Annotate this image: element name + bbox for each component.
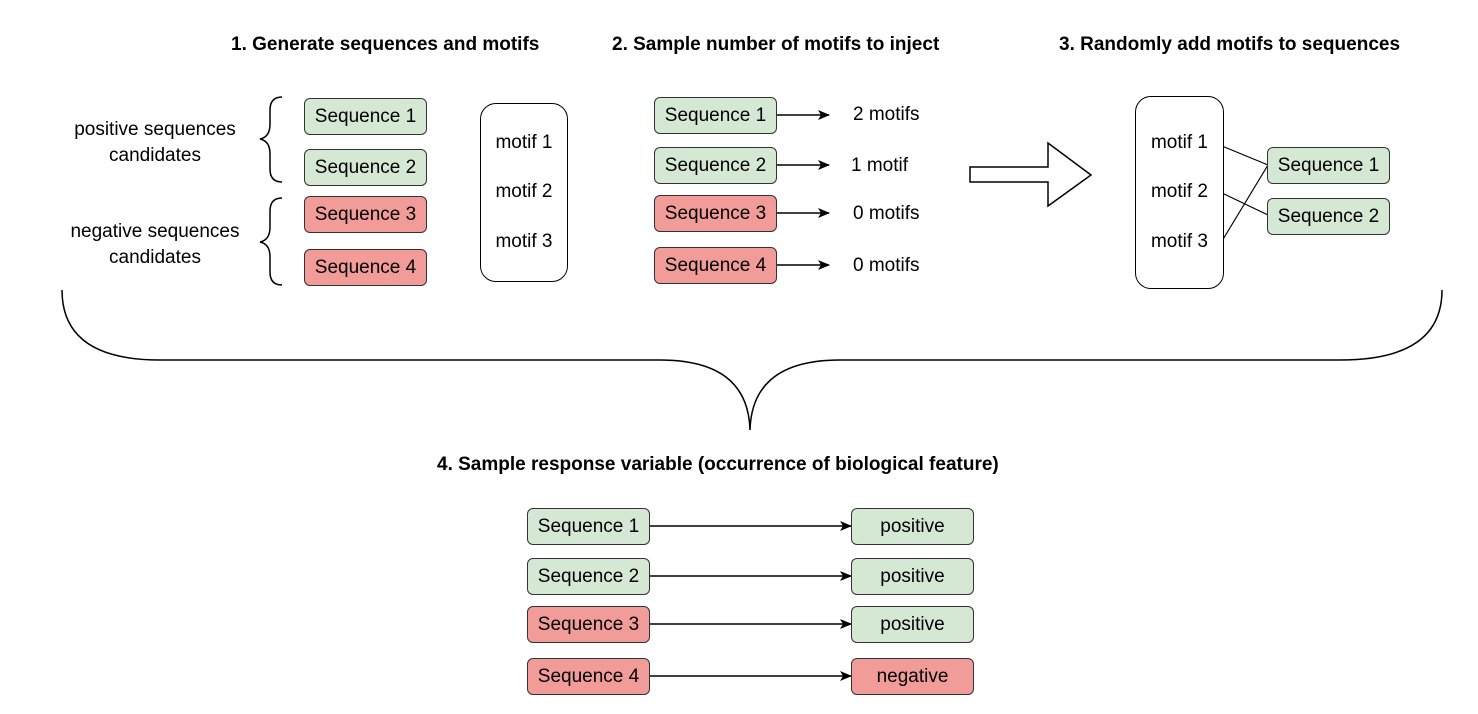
step1-motif-box [480,103,568,282]
step4-sequence-3: Sequence 3 [527,606,650,643]
step4-sequence-1: Sequence 1 [527,508,650,545]
step2-count-3: 0 motifs [853,203,920,224]
step2-count-4: 0 motifs [853,255,920,276]
step1-title: 1. Generate sequences and motifs [231,34,540,55]
step1-motif-1: motif 1 [495,132,553,153]
negative-group-label: negative sequences candidates [48,219,262,271]
step4-response-2: positive [851,558,974,595]
negative-group-label-line1: negative sequences [70,221,240,242]
step1-sequence-4: Sequence 4 [304,249,427,286]
step3-sequence-2: Sequence 2 [1267,198,1390,235]
step3-motif-2: motif 2 [1150,181,1209,202]
step4-response-4: negative [851,658,974,695]
positive-group-label-line1: positive sequences [74,119,236,140]
positive-group-label-line2: candidates [109,145,201,166]
step2-sequence-2: Sequence 2 [654,147,777,184]
step4-response-1: positive [851,508,974,545]
link-motif3-seq1 [1221,164,1269,242]
step4-sequence-2: Sequence 2 [527,558,650,595]
negative-group-label-line2: candidates [109,247,201,268]
link-motif1-seq1 [1221,145,1269,166]
step2-sequence-3: Sequence 3 [654,195,777,232]
step2-title: 2. Sample number of motifs to inject [612,34,940,55]
step1-sequence-1: Sequence 1 [304,98,427,135]
step3-motif-box [1135,96,1224,289]
positive-group-brace [259,96,283,183]
step1-motif-2: motif 2 [495,181,553,202]
negative-group-brace [259,197,283,286]
overall-brace [61,289,1443,431]
step1-motif-3: motif 3 [495,231,553,252]
block-arrow [969,141,1093,208]
step4-title: 4. Sample response variable (occurrence … [437,454,999,475]
step1-sequence-2: Sequence 2 [304,149,427,186]
step4-response-3: positive [851,606,974,643]
step3-motif-3: motif 3 [1150,231,1209,252]
step2-count-2: 1 motif [851,155,909,176]
step3-title: 3. Randomly add motifs to sequences [1059,34,1401,55]
step2-sequence-1: Sequence 1 [654,97,777,134]
step2-sequence-4: Sequence 4 [654,247,777,284]
step3-motif-1: motif 1 [1150,132,1209,153]
step2-count-1: 2 motifs [853,104,920,125]
positive-group-label: positive sequences candidates [48,117,262,169]
step4-sequence-4: Sequence 4 [527,658,650,695]
step3-sequence-1: Sequence 1 [1267,147,1390,184]
step1-sequence-3: Sequence 3 [304,196,427,233]
